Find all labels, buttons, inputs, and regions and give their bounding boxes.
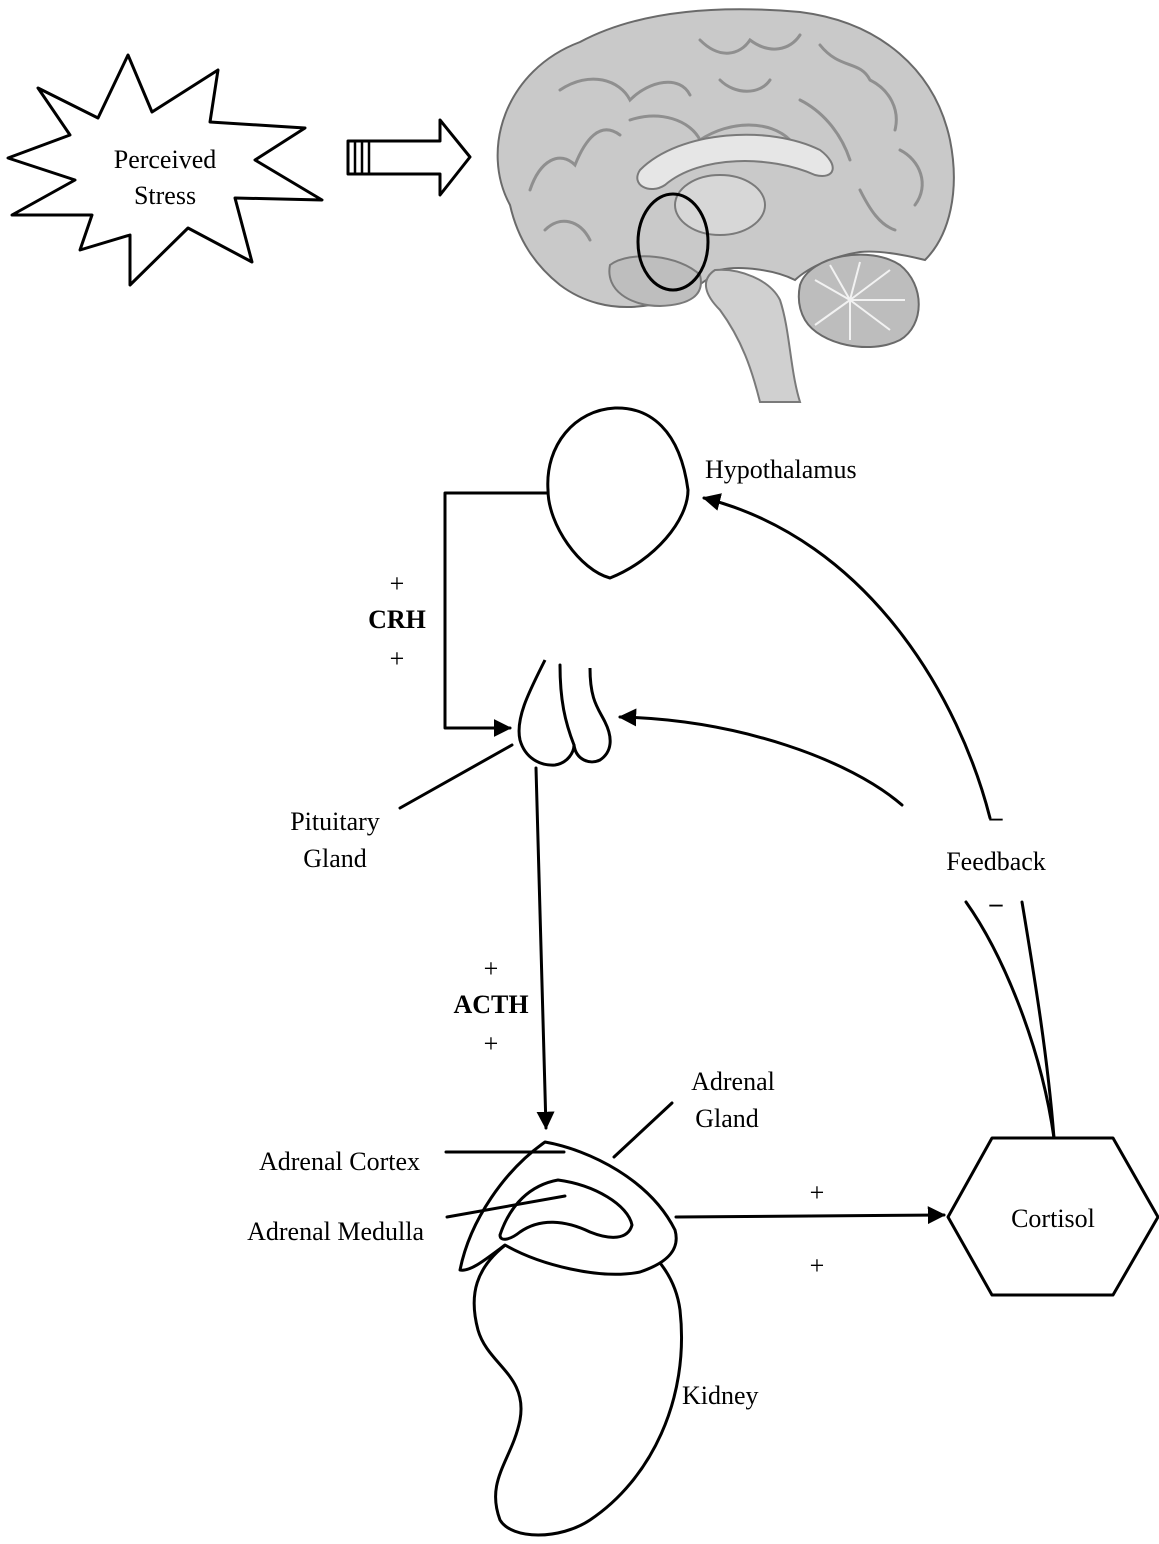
crh-plus-bottom: + xyxy=(390,644,405,673)
adrenal-cortex-label: Adrenal Cortex xyxy=(259,1147,420,1176)
pituitary-gland: Pituitary Gland xyxy=(290,660,610,873)
feedback-minus-bottom: – xyxy=(989,889,1004,918)
pituitary-label-line2: Gland xyxy=(303,844,367,873)
adrenal-gland-label-line1: Adrenal xyxy=(691,1067,775,1096)
adrenal-gland-label-line2: Gland xyxy=(695,1104,759,1133)
acth-plus-top: + xyxy=(484,954,499,983)
feedback-pathway: Feedback – – xyxy=(620,498,1054,1138)
acth-plus-bottom: + xyxy=(484,1029,499,1058)
cortisol-node: Cortisol xyxy=(948,1138,1158,1295)
adrenal-gland: Adrenal Gland Adrenal Cortex Adrenal Med… xyxy=(247,1067,775,1274)
hypothalamus-label: Hypothalamus xyxy=(705,455,857,484)
acth-label: ACTH xyxy=(453,990,528,1019)
crh-pathway: + CRH + xyxy=(368,493,548,728)
adrenal-gland-leader-line xyxy=(614,1103,672,1157)
hypothalamus: Hypothalamus xyxy=(548,408,857,578)
stress-label-line2: Stress xyxy=(134,181,196,210)
kidney-label: Kidney xyxy=(682,1381,759,1410)
cortisol-plus-top: + xyxy=(810,1178,825,1207)
pituitary-label-line1: Pituitary xyxy=(290,807,380,836)
feedback-minus-top: – xyxy=(989,803,1004,832)
feedback-label: Feedback xyxy=(946,847,1046,876)
acth-pathway: + ACTH + xyxy=(453,768,546,1128)
brain-illustration xyxy=(498,9,954,402)
stress-label-line1: Perceived xyxy=(114,145,217,174)
crh-plus-top: + xyxy=(390,569,405,598)
pituitary-leader-line xyxy=(400,745,512,808)
adrenal-medulla-label: Adrenal Medulla xyxy=(247,1217,424,1246)
cortisol-label: Cortisol xyxy=(1011,1204,1095,1233)
cortisol-plus-bottom: + xyxy=(810,1251,825,1280)
stress-starburst: Perceived Stress xyxy=(8,55,322,285)
cortisol-release-pathway: + + xyxy=(676,1178,944,1280)
crh-label: CRH xyxy=(368,605,426,634)
block-arrow xyxy=(348,120,470,195)
